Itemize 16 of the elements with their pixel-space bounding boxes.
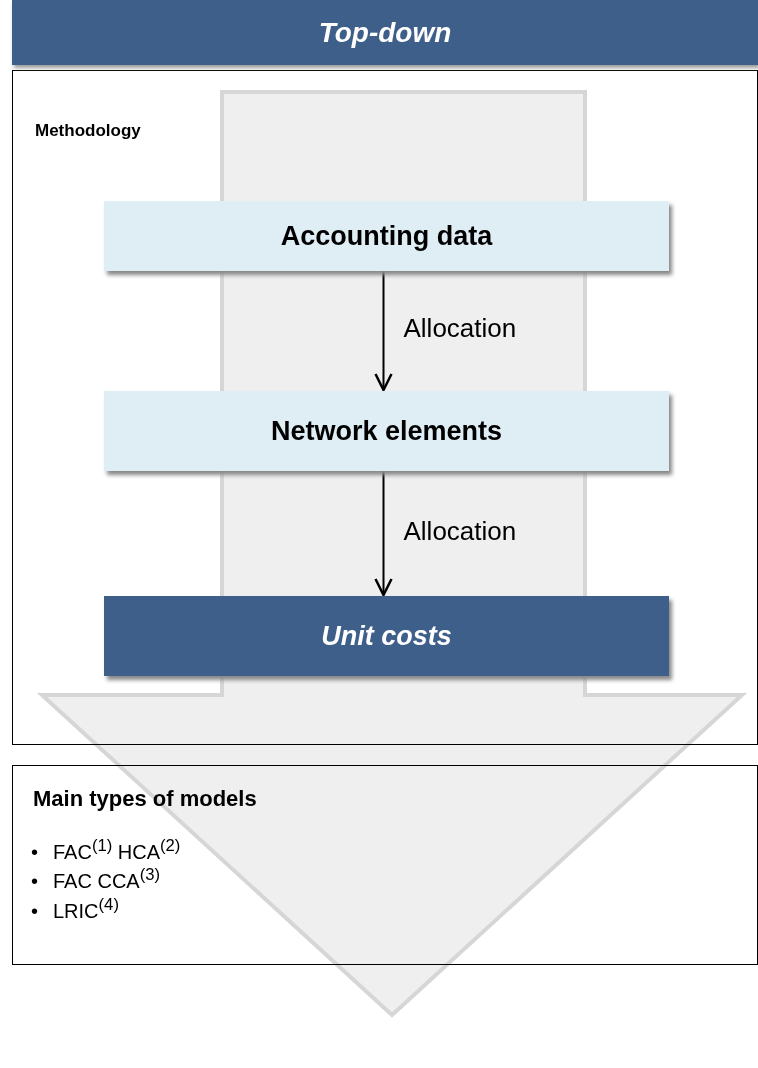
list-item: LRIC$^{(4)}$ bbox=[53, 899, 119, 922]
header-band: Top-down bbox=[12, 0, 758, 65]
arrow bbox=[374, 469, 393, 597]
process-box: Accounting data bbox=[104, 201, 669, 271]
group-frame bbox=[12, 70, 758, 745]
panel-heading: Main types of models bbox=[33, 786, 257, 812]
info-panel bbox=[12, 765, 758, 965]
bullet-marker: • bbox=[31, 870, 39, 894]
process-box: Network elements bbox=[104, 391, 669, 471]
bullet-marker: • bbox=[31, 840, 39, 864]
list-item: FAC CCA$^{(3)}$ bbox=[53, 870, 161, 893]
list-item: FAC$^{(1)}$ HCA$^{(2)}$ bbox=[53, 840, 181, 863]
process-box: Unit costs bbox=[104, 596, 669, 676]
group-heading: Methodology bbox=[35, 121, 141, 141]
bullet-marker: • bbox=[31, 899, 39, 923]
arrow bbox=[374, 269, 393, 392]
